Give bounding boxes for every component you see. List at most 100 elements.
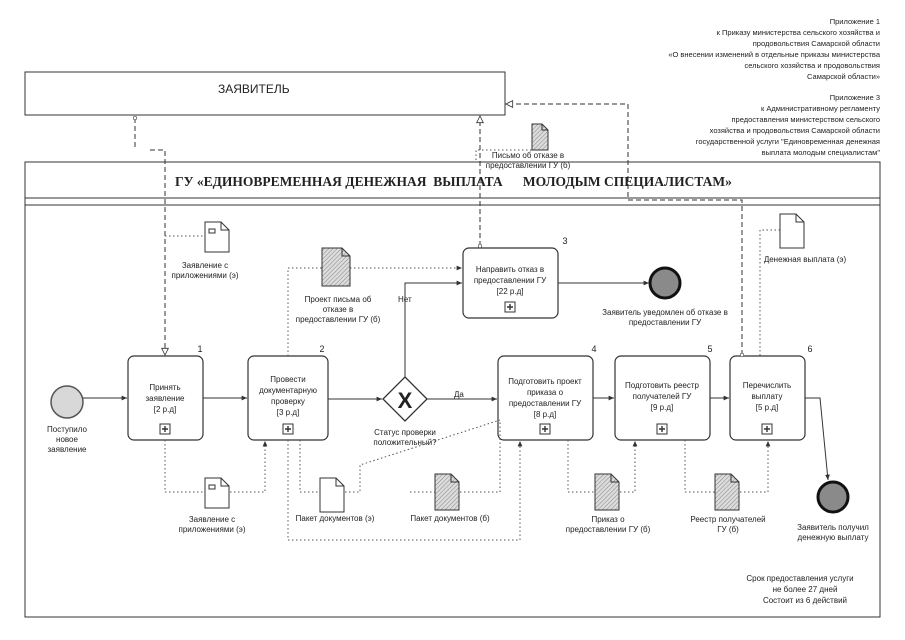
end-event-refusal-label: Заявитель уведомлен об отказе в предоста…: [602, 308, 728, 327]
footer-line: Состоит из 6 действий: [763, 596, 847, 605]
expand-icon[interactable]: [159, 423, 171, 435]
end-event-refusal: [648, 266, 682, 300]
label-line: приложениями (э): [179, 525, 246, 534]
header-note-2: Приложение 3 к Административному регламе…: [696, 93, 881, 157]
note-line: продовольствия Самарской области: [753, 39, 880, 48]
note-line: «О внесении изменений в отдельные приказ…: [668, 50, 880, 59]
label-line: предоставлении ГУ (б): [566, 525, 651, 534]
decision-gateway[interactable]: X: [382, 376, 428, 422]
expand-icon[interactable]: [761, 423, 773, 435]
doc-package-b: Пакет документов (б): [410, 473, 490, 523]
label-line: Пакет документов (б): [410, 514, 490, 523]
task-label: проверку: [271, 397, 305, 406]
message-flows: [132, 104, 742, 355]
label-line: предоставлении ГУ (б): [296, 315, 381, 324]
note-line: государственной услуги "Единовременная д…: [696, 137, 880, 146]
applicant-lane-label: ЗАЯВИТЕЛЬ: [218, 82, 290, 96]
end-event-payment-label: Заявитель получил денежную выплату: [797, 523, 869, 542]
task-5[interactable]: 5 Подготовить реестр получателей ГУ [9 р…: [614, 344, 713, 441]
task-label: предоставлении ГУ: [474, 276, 547, 285]
note-line: Приложение 1: [830, 17, 880, 26]
label-line: Статус проверки: [374, 428, 436, 437]
label-line: денежную выплату: [798, 533, 869, 542]
doc-refusal-letter: Письмо об отказе в предоставлении ГУ (б): [486, 123, 571, 170]
task-label: заявление: [146, 394, 186, 403]
task-number: 5: [707, 344, 712, 354]
task-2[interactable]: 2 Провести документарную проверку [3 р.д…: [247, 344, 329, 441]
label-line: Денежная выплата (э): [764, 255, 847, 264]
gateway-symbol: X: [398, 388, 413, 413]
doc-package-e: Пакет документов (э): [296, 477, 375, 523]
task-label: [3 р.д]: [277, 408, 299, 417]
note-line: сельского хозяйства и продовольствия: [744, 61, 880, 70]
label-line: заявление: [48, 445, 88, 454]
label-line: ГУ (б): [717, 525, 739, 534]
data-associations: [164, 138, 780, 541]
expand-icon[interactable]: [539, 423, 551, 435]
label-line: положительный?: [373, 438, 437, 447]
flow-label-yes: Да: [454, 390, 464, 399]
note-line: Самарской области»: [807, 72, 880, 81]
label-line: Заявление с: [189, 515, 235, 524]
expand-icon[interactable]: [282, 423, 294, 435]
task-6[interactable]: 6 Перечислить выплату [5 р.д]: [729, 344, 813, 441]
label-line: Поступило: [47, 425, 88, 434]
label-line: Проект письма об: [305, 295, 372, 304]
header-note-1: Приложение 1 к Приказу министерства сель…: [668, 17, 880, 81]
label-line: Заявление с: [182, 261, 228, 270]
doc-order: Приказ о предоставлении ГУ (б): [566, 473, 651, 534]
note-line: к Приказу министерства сельского хозяйст…: [717, 28, 880, 37]
footer-line: не более 27 дней: [773, 585, 838, 594]
task-label: получателей ГУ: [633, 392, 693, 401]
footer-note: Срок предоставления услуги не более 27 д…: [746, 574, 853, 605]
task-1[interactable]: 1 Принять заявление [2 р.д]: [127, 344, 204, 441]
label-line: предоставлении ГУ: [629, 318, 702, 327]
task-label: [22 р.д]: [497, 287, 524, 296]
expand-icon[interactable]: [504, 301, 516, 313]
task-label: [5 р.д]: [756, 403, 778, 412]
task-label: документарную: [259, 386, 317, 395]
note-line: к Административному регламенту: [761, 104, 880, 113]
label-line: Письмо об отказе в: [492, 151, 564, 160]
label-line: приложениями (э): [172, 271, 239, 280]
note-line: выплата молодым специалистам": [762, 148, 881, 157]
doc-payment: Денежная выплата (э): [764, 213, 847, 264]
label-line: отказе в: [323, 305, 353, 314]
doc-refusal-draft: Проект письма об отказе в предоставлении…: [296, 247, 381, 324]
expand-icon[interactable]: [656, 423, 668, 435]
process-pool: [24, 161, 881, 618]
task-label: Провести: [270, 375, 305, 384]
gateway-label: Статус проверки положительный?: [373, 428, 437, 447]
note-line: Приложение 3: [830, 93, 880, 102]
task-label: Направить отказ в: [476, 265, 544, 274]
task-number: 3: [562, 236, 567, 246]
doc-app-top: Заявление с приложениями (э): [172, 221, 239, 280]
note-line: предоставления министерством сельского: [732, 115, 881, 124]
task-label: Подготовить проект: [508, 377, 582, 386]
pool-title: ГУ «ЕДИНОВРЕМЕННАЯ ДЕНЕЖНАЯ ВЫПЛАТА МОЛО…: [175, 174, 732, 189]
task-number: 2: [319, 344, 324, 354]
task-number: 6: [807, 344, 812, 354]
start-event-label: Поступило новое заявление: [47, 425, 88, 454]
doc-app-bottom: Заявление с приложениями (э): [179, 477, 246, 534]
applicant-lane: [24, 71, 506, 116]
task-3[interactable]: 3 Направить отказ в предоставлении ГУ [2…: [462, 236, 568, 319]
label-line: Реестр получателей: [690, 515, 765, 524]
task-number: 4: [591, 344, 596, 354]
task-label: Перечислить: [743, 381, 791, 390]
task-label: выплату: [751, 392, 782, 401]
task-4[interactable]: 4 Подготовить проект приказа о предостав…: [497, 344, 597, 441]
label-line: предоставлении ГУ (б): [486, 161, 571, 170]
doc-registry: Реестр получателей ГУ (б): [690, 473, 766, 534]
label-line: Заявитель получил: [797, 523, 869, 532]
task-number: 1: [197, 344, 202, 354]
task-label: приказа о: [527, 388, 564, 397]
label-line: Заявитель уведомлен об отказе в: [602, 308, 728, 317]
task-label: [2 р.д]: [154, 405, 176, 414]
end-event-payment: [816, 480, 850, 514]
task-label: предоставлении ГУ: [509, 399, 582, 408]
start-event: [50, 385, 84, 419]
note-line: хозяйства и продовольствия Самарской обл…: [710, 126, 880, 135]
label-line: новое: [56, 435, 78, 444]
